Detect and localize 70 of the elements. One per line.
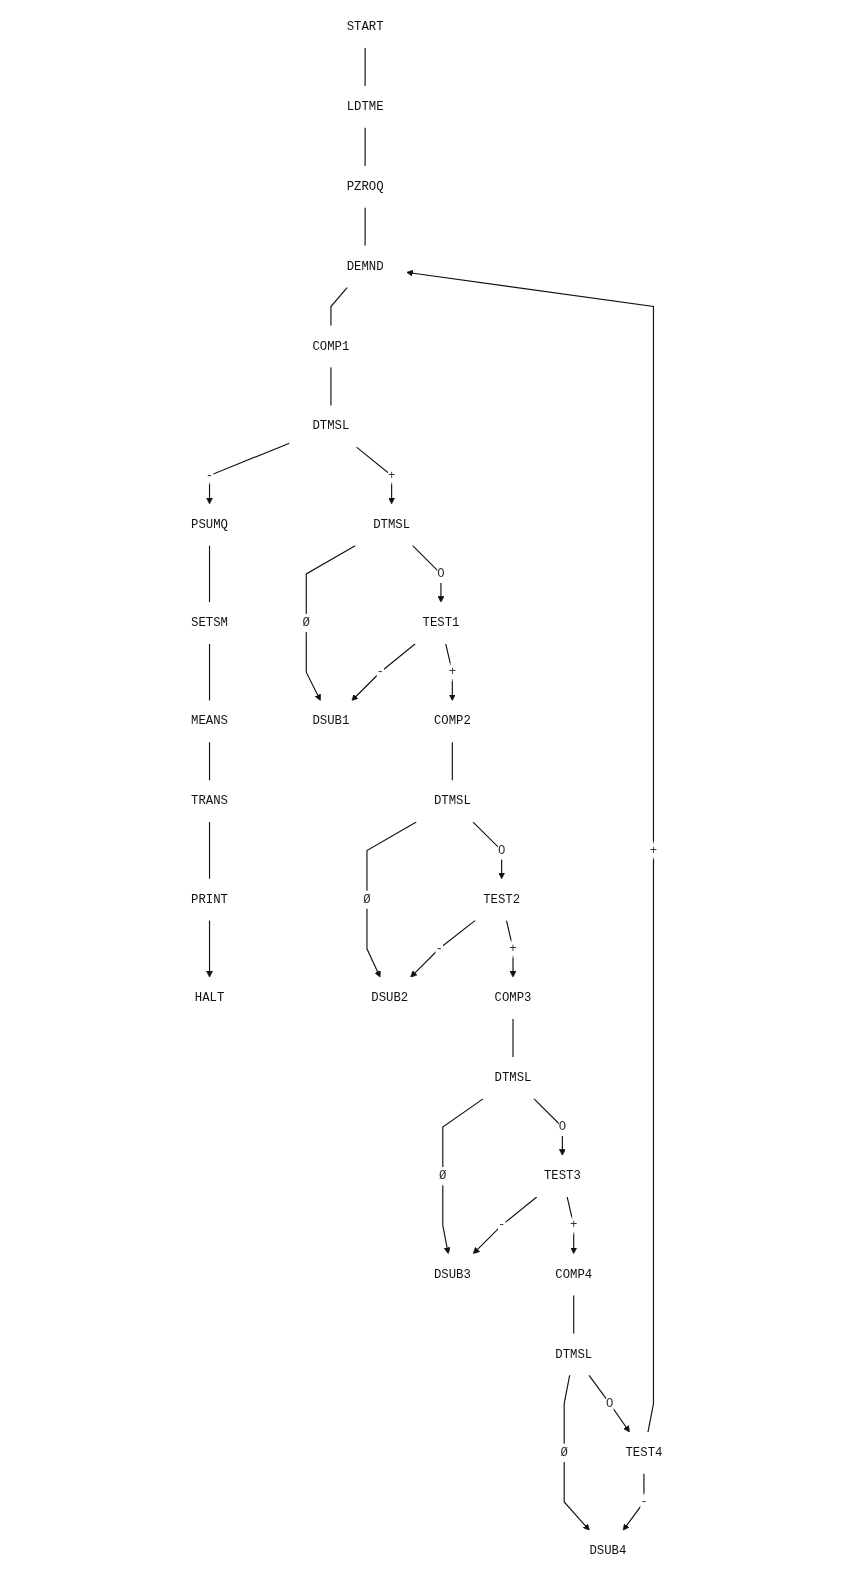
arrow	[411, 544, 445, 603]
edge-label: Ø	[363, 892, 371, 907]
edge-label: O	[558, 1120, 566, 1134]
connector	[208, 544, 210, 603]
node-text: COMP2	[433, 714, 471, 729]
node-text: TEST2	[482, 892, 520, 907]
node-text: DSUB1	[312, 714, 350, 729]
node-text: PRINT	[190, 892, 228, 907]
connector	[208, 741, 210, 782]
node-text: DSUB2	[371, 991, 408, 1005]
node-text: TEST1	[422, 616, 460, 630]
edge-label: Ø	[560, 1445, 568, 1460]
node-text: DSUB4	[589, 1544, 627, 1559]
node-text: TEST4	[625, 1445, 663, 1460]
edge-label: -	[205, 468, 213, 483]
arrow	[442, 1098, 484, 1255]
node-text: DTMSL	[555, 1347, 592, 1362]
node-text: TEST3	[543, 1169, 581, 1184]
node-text: START	[346, 19, 384, 34]
node-text: HALT	[194, 991, 225, 1005]
edge-label: -	[376, 665, 384, 680]
edge-label: -	[435, 941, 443, 956]
edge-label: -	[640, 1495, 648, 1509]
node-text: DTMSL	[433, 794, 471, 809]
connector	[364, 47, 366, 87]
edge-label: -	[497, 1218, 506, 1233]
edge-label: +	[448, 665, 456, 680]
connector	[364, 206, 366, 247]
connector	[330, 366, 332, 407]
node-text: COMP4	[555, 1267, 592, 1282]
node-text: PZROQ	[346, 179, 384, 194]
arrow	[305, 544, 356, 701]
edge-label: +	[509, 941, 517, 956]
node-text: MEANS	[190, 714, 228, 729]
arrow	[472, 821, 505, 880]
edge-label: +	[649, 843, 657, 858]
node-text: DTMSL	[372, 517, 410, 532]
edge-label: +	[387, 468, 396, 483]
arrow	[410, 919, 476, 978]
arrow	[588, 1374, 630, 1433]
connector	[330, 286, 348, 327]
arrow	[622, 1472, 645, 1531]
arrow	[351, 643, 416, 701]
connector	[364, 126, 366, 167]
arrow	[472, 1196, 538, 1255]
node-text: DTMSL	[494, 1070, 532, 1085]
connector	[208, 821, 210, 880]
node-text: DTMSL	[312, 419, 350, 434]
arrow	[533, 1098, 566, 1156]
arrow	[563, 1374, 590, 1531]
edge-label: O	[497, 843, 506, 858]
connector	[208, 643, 210, 702]
arrow	[366, 821, 417, 978]
edge-label: +	[569, 1218, 578, 1233]
node-text: COMP3	[494, 991, 532, 1005]
arrow	[205, 919, 213, 978]
node-text: PSUMQ	[190, 517, 228, 532]
node-text: LDTME	[346, 99, 384, 114]
node-text: DSUB3	[433, 1267, 471, 1282]
edge-label: Ø	[302, 616, 310, 630]
node-text: SETSM	[190, 616, 228, 630]
arrow	[406, 269, 654, 1433]
connector	[572, 1294, 575, 1335]
node-text: DEMND	[346, 259, 384, 274]
edge-label: O	[605, 1396, 614, 1411]
connector	[451, 741, 453, 782]
edge-label: Ø	[438, 1169, 447, 1184]
node-text: COMP1	[312, 339, 350, 354]
node-text: TRANS	[190, 794, 228, 809]
edge-label: O	[437, 566, 445, 581]
